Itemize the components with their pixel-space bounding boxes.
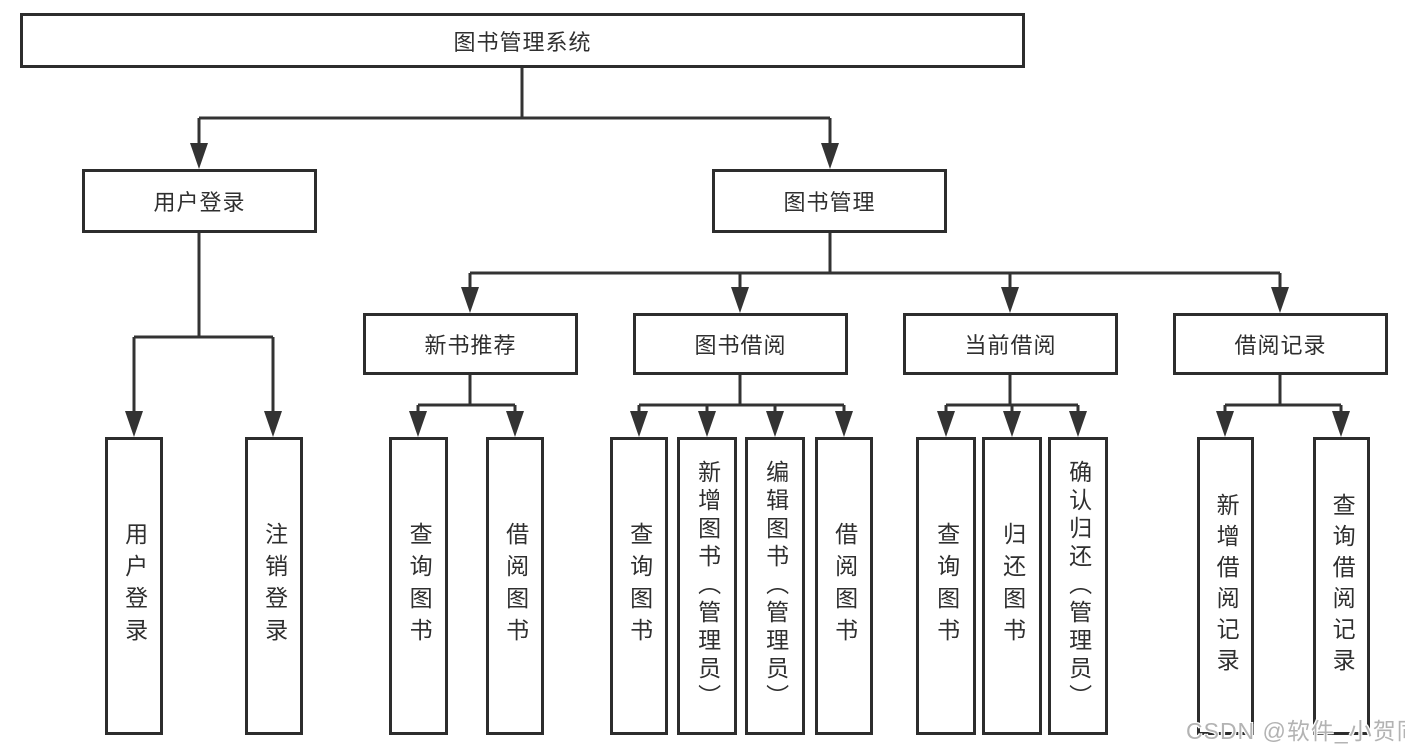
leaf-add-borrow-record: 新增借阅记录: [1197, 437, 1254, 735]
node-user-login: 用户登录: [82, 169, 317, 233]
leaf-query-borrow-record: 查询借阅记录: [1313, 437, 1370, 735]
csdn-watermark: CSDN @软件_小贺同学: [1186, 718, 1405, 744]
leaf-return-books: 归还图书: [982, 437, 1042, 735]
leaf-edit-book-admin: 编辑图书（管理员）: [745, 437, 805, 735]
leaf-add-book-admin: 新增图书（管理员）: [677, 437, 737, 735]
node-new-book-recommend: 新书推荐: [363, 313, 578, 375]
leaf-query-books-borrow: 查询图书: [610, 437, 668, 735]
leaf-confirm-return-admin: 确认归还（管理员）: [1048, 437, 1108, 735]
leaf-borrow-books-borrow: 借阅图书: [815, 437, 873, 735]
connector-root-to-level2: [197, 68, 832, 146]
leaf-borrow-books-recommend: 借阅图书: [486, 437, 544, 735]
leaf-user-login: 用户登录: [105, 437, 163, 735]
connector-new-rec-to-leaves: [416, 375, 517, 414]
connector-book-mgmt-to-level3: [468, 233, 1282, 290]
arrowheads: [125, 143, 1350, 437]
leaf-logout-login: 注销登录: [245, 437, 303, 735]
leaf-query-books-recommend: 查询图书: [389, 437, 448, 735]
leaf-query-books-current: 查询图书: [916, 437, 976, 735]
connector-current-to-leaves: [944, 375, 1080, 414]
connector-borrow-to-leaves: [637, 375, 846, 414]
connector-user-login-to-leaves: [132, 233, 275, 414]
connector-records-to-leaves: [1223, 375, 1343, 414]
node-book-management: 图书管理: [712, 169, 947, 233]
node-book-borrow: 图书借阅: [633, 313, 848, 375]
node-current-borrow: 当前借阅: [903, 313, 1118, 375]
node-library-management-system: 图书管理系统: [20, 13, 1025, 68]
node-borrow-records: 借阅记录: [1173, 313, 1388, 375]
